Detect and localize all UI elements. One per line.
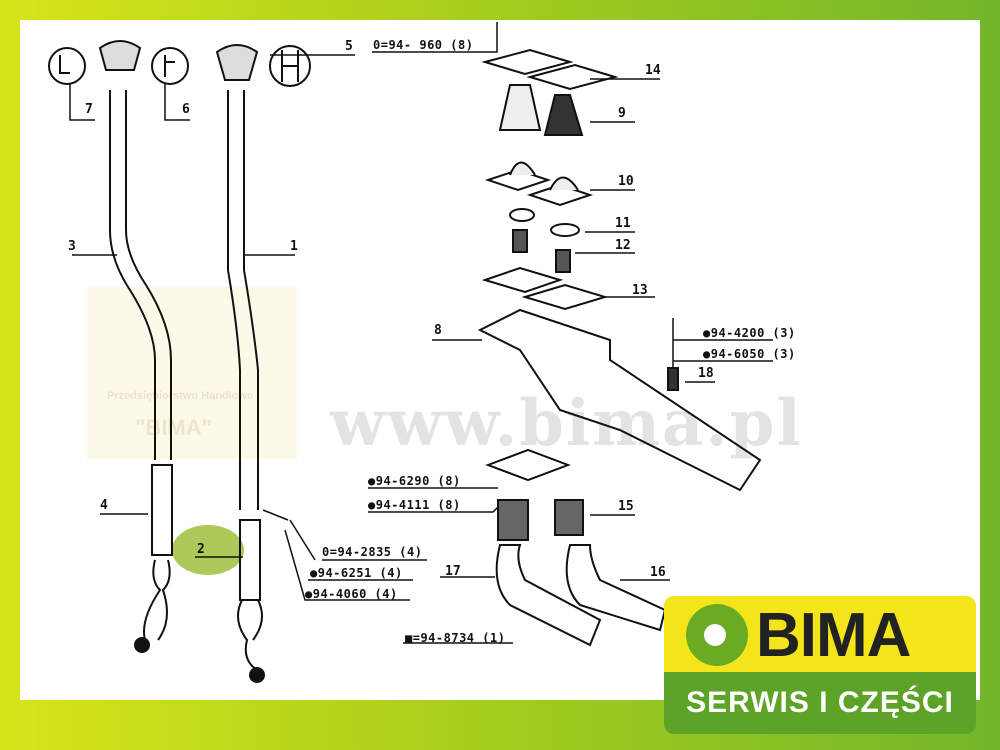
logo-top: BIMA: [664, 596, 976, 672]
item-label-9: 9: [618, 106, 626, 121]
part-number-94-2835: 0=94-2835 (4): [322, 545, 423, 559]
item-label-12: 12: [615, 238, 631, 253]
part-number-94-6050: ●94-6050 (3): [703, 347, 796, 361]
part-number-94-6251: ●94-6251 (4): [310, 566, 403, 580]
watermark-company-name: "BIMA": [135, 415, 213, 440]
part-number-94-6290: ●94-6290 (8): [368, 474, 461, 488]
part-number-94-4200: ●94-4200 (3): [703, 326, 796, 340]
lever-2-ball: [249, 667, 265, 683]
knob-symbol-6: [151, 47, 189, 85]
logo-bottom: SERWIS I CZĘŚCI: [664, 672, 976, 734]
leader-lines: [69, 22, 773, 644]
item-label-3: 3: [68, 239, 76, 254]
part-number-94-4060: ●94-4060 (4): [305, 587, 398, 601]
boots-9: [498, 84, 584, 136]
item-label-14: 14: [645, 63, 661, 78]
bima-logo: BIMA SERWIS I CZĘŚCI: [664, 596, 976, 736]
knob-symbol-7: [48, 47, 86, 85]
item-label-8: 8: [434, 323, 442, 338]
knob-right: [215, 44, 259, 81]
lever-4: [143, 464, 173, 641]
item-label-5: 5: [345, 39, 353, 54]
item-label-1: 1: [290, 239, 298, 254]
item-label-13: 13: [632, 283, 648, 298]
part-number-94-8734: ■=94-8734 (1): [405, 631, 506, 645]
knob-symbol-5: [269, 45, 311, 87]
item-label-15: 15: [618, 499, 634, 514]
watermark-company-line: Przedsiębiorstwo Handlowe: [107, 390, 254, 402]
item-label-16: 16: [650, 565, 666, 580]
highlight-item-2: [172, 525, 244, 575]
springs-12: [512, 229, 571, 273]
springs-15: [485, 448, 584, 541]
arm-16: [565, 544, 667, 632]
plates-13: [481, 266, 609, 311]
logo-tagline: SERWIS I CZĘŚCI: [686, 686, 954, 719]
rings-11: [509, 208, 580, 237]
housing-8: [477, 308, 762, 492]
gaskets-14: [481, 48, 619, 91]
part-number-94-4111: ●94-4111 (8): [368, 498, 461, 512]
item-label-4: 4: [100, 498, 108, 513]
item-label-10: 10: [618, 174, 634, 189]
lever-4-ball: [134, 637, 150, 653]
logo-ball-icon: [686, 604, 748, 666]
item-label-18: 18: [698, 366, 714, 381]
arm-17: [495, 544, 602, 647]
lever-2: [237, 519, 263, 671]
item-label-7: 7: [85, 102, 93, 117]
item-label-17: 17: [445, 564, 461, 579]
bolt-18: [667, 367, 679, 391]
logo-name: BIMA: [756, 601, 911, 670]
item-label-2: 2: [197, 542, 205, 557]
part-number-94-960: 0=94- 960 (8): [373, 38, 474, 52]
item-label-6: 6: [182, 102, 190, 117]
knob-left: [98, 40, 142, 71]
item-label-11: 11: [615, 216, 631, 231]
watermark-box: [87, 287, 297, 459]
lever-1: [227, 90, 259, 510]
watermark-url: www.bima.pl: [330, 386, 803, 461]
lever-3: [109, 90, 172, 460]
covers-10: [484, 161, 594, 207]
